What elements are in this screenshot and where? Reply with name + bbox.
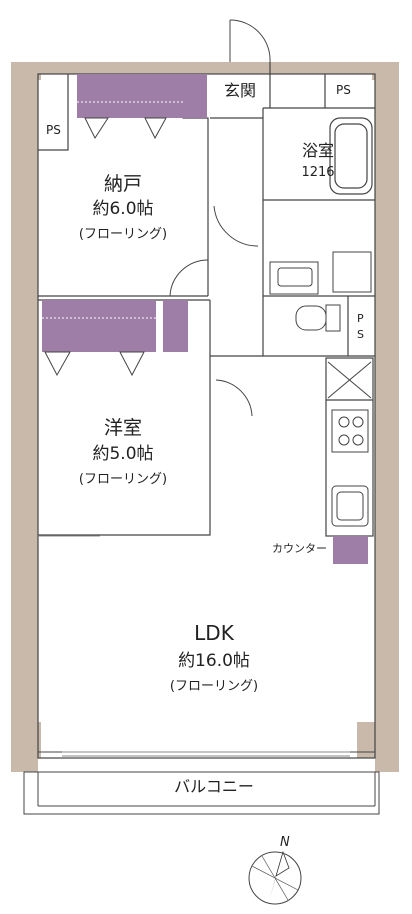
bath-name: 浴室 [302, 141, 334, 160]
western-room-name: 洋室 [104, 417, 142, 439]
storage-room-name: 納戸 [104, 173, 142, 195]
windows [38, 535, 350, 757]
fixtures [269, 251, 372, 332]
compass-icon: N [248, 835, 302, 905]
compass-north-label: N [280, 835, 290, 850]
balcony [23, 771, 380, 815]
entrance-name: 玄関 [224, 81, 256, 100]
western-room-floor: (フローリング) [79, 472, 167, 487]
ldk-name: LDK [194, 621, 235, 645]
storage-room-size: 約6.0帖 [92, 199, 153, 219]
ps-label-vertical-1: P [357, 312, 364, 325]
bath-model: 1216 [301, 165, 334, 180]
counter-label: カウンター [272, 542, 327, 555]
ps-label-vertical-2: S [357, 328, 364, 341]
western-room-size: 約5.0帖 [92, 444, 153, 464]
ldk-floor: (フローリング) [170, 679, 258, 694]
ps-label-right: PS [336, 83, 351, 97]
outer-walls [11, 62, 399, 772]
storage-room-floor: (フローリング) [79, 227, 167, 242]
closet-doors [44, 117, 167, 377]
closets [42, 74, 368, 564]
ps-label-left: PS [46, 123, 61, 137]
door-swings [169, 19, 271, 417]
kitchen-fixtures [327, 361, 372, 527]
ldk-size: 約16.0帖 [178, 651, 250, 671]
bathtub [329, 117, 373, 195]
balcony-name: バルコニー [174, 777, 254, 796]
